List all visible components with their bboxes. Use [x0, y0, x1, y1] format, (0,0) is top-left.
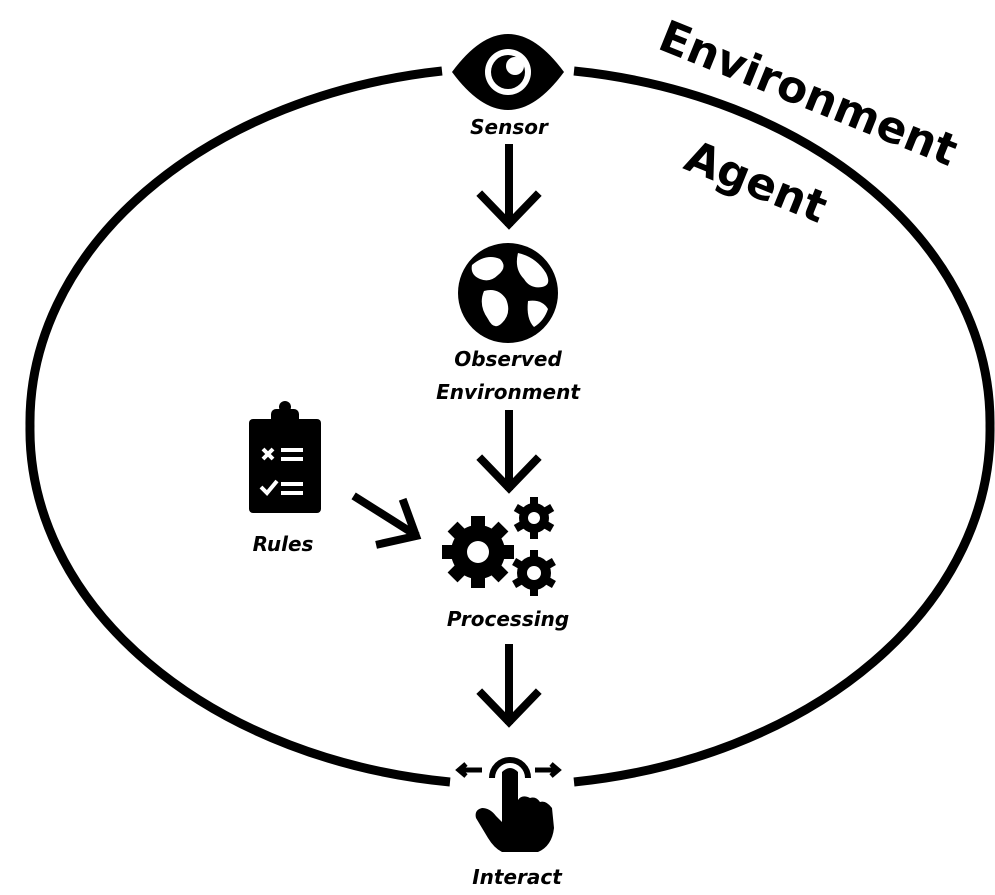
gears-icon	[442, 497, 556, 596]
eye-icon	[452, 34, 564, 110]
observed-label-line1: Observed	[454, 347, 562, 371]
sensor-label: Sensor	[470, 115, 549, 139]
arrow-observed-to-processing	[476, 410, 542, 494]
arrow-rules-to-processing	[351, 492, 422, 549]
loop-top-right-arc	[573, 66, 995, 787]
loop-top-left-arc	[25, 66, 451, 787]
rules-label: Rules	[253, 532, 314, 556]
tap-gesture-icon	[455, 757, 562, 852]
arrow-sensor-to-observed	[476, 144, 542, 230]
processing-label: Processing	[447, 607, 569, 631]
globe-icon	[458, 243, 558, 343]
clipboard-checklist-icon	[249, 401, 321, 513]
observed-label-line2: Environment	[436, 380, 581, 404]
interact-label: Interact	[472, 865, 563, 889]
arrow-processing-to-interact	[476, 644, 542, 728]
